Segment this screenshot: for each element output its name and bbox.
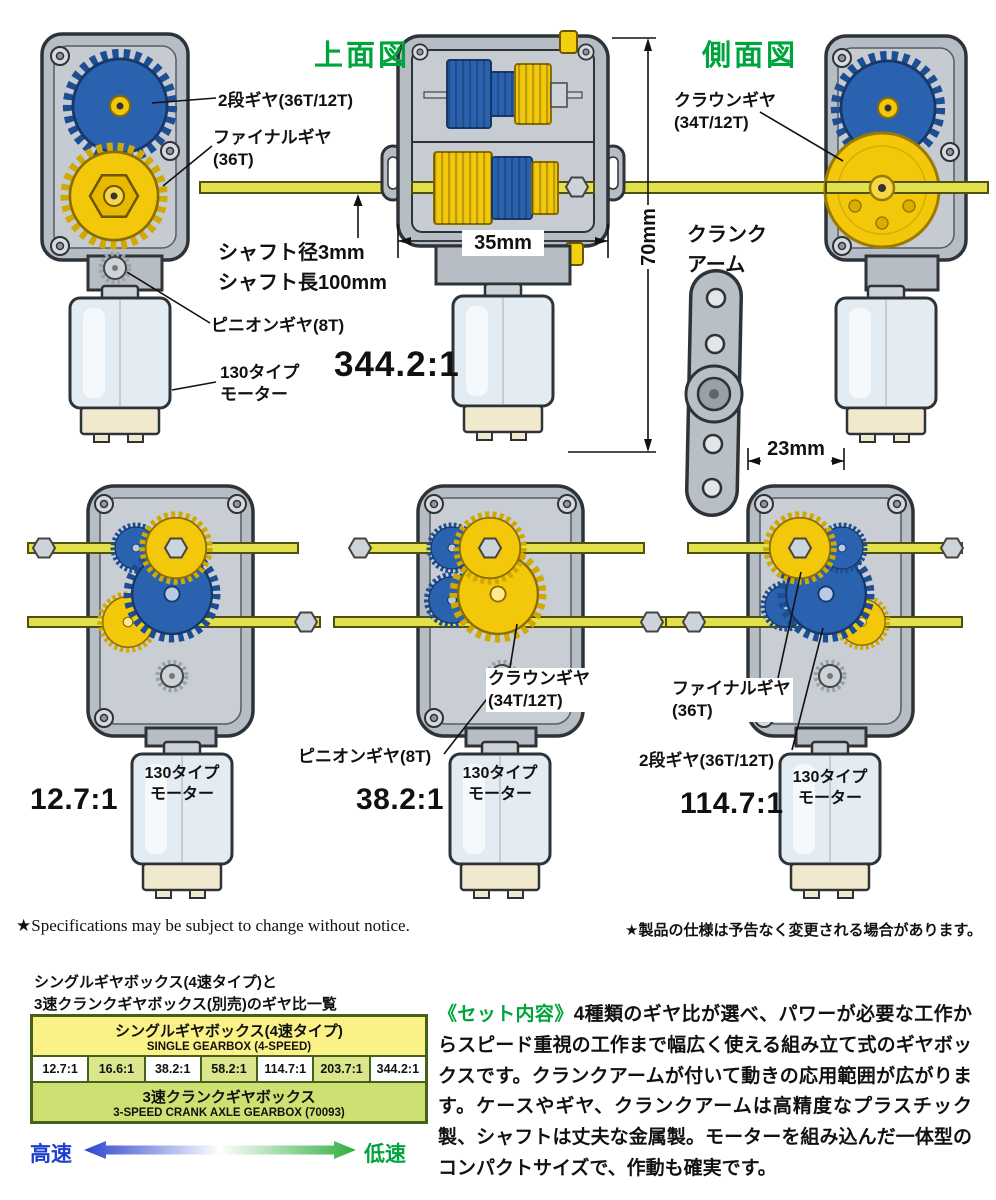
dimension-70mm: 70mm	[636, 205, 662, 269]
motor-label-3-line1: 130タイプ	[792, 769, 868, 786]
label-motor-type-line1: 130タイプ	[220, 363, 300, 382]
label-crank-arm-line1: クランク	[687, 224, 767, 246]
label-crown-gear-mid-line2: (34T/12T)	[488, 691, 563, 711]
gearbox-12-7-drawing	[27, 484, 321, 900]
label-shaft-length: シャフト長100mm	[218, 272, 387, 294]
crank-gearbox-title-en: 3-SPEED CRANK AXLE GEARBOX (70093)	[113, 1107, 345, 1119]
motor-label-2-line1: 130タイプ	[462, 765, 538, 782]
label-crown-gear-mid-line1: クラウンギヤ	[488, 669, 590, 688]
ratio-cell-6: 203.7:1	[312, 1057, 369, 1081]
label-final-gear-line2: (36T)	[213, 150, 254, 170]
ratio-cell-2: 16.6:1	[87, 1057, 144, 1081]
dimension-23mm: 23mm	[761, 436, 831, 462]
left-gearbox-drawing	[40, 32, 190, 444]
ratio-cell-5: 114.7:1	[256, 1057, 313, 1081]
label-crank-arm: クランク アーム	[687, 220, 767, 280]
label-shaft-specs: シャフト径3mm シャフト長100mm	[218, 238, 387, 298]
gearbox-114-7-drawing	[665, 484, 964, 900]
label-pinion-gear: ピニオンギヤ(8T)	[211, 316, 345, 335]
side-view-title: 側面図	[701, 40, 798, 72]
single-gearbox-band: シングルギヤボックス(4速タイプ) SINGLE GEARBOX (4-SPEE…	[33, 1017, 425, 1055]
motor-label-1-line2: モーター	[149, 785, 214, 803]
speed-gradient-arrow	[84, 1141, 356, 1159]
label-two-stage-gear: 2段ギヤ(36T/12T)	[218, 91, 354, 110]
top-view-title: 上面図	[313, 40, 410, 72]
gear-ratio-114-7: 114.7:1	[680, 787, 784, 820]
label-two-stage-gear-mid: 2段ギヤ(36T/12T)	[637, 750, 777, 773]
label-final-gear: ファイナルギヤ (36T)	[213, 127, 332, 171]
ratio-table-caption-line2: 3速クランクギヤボックス(別売)のギヤ比一覧	[34, 995, 337, 1013]
motor-label-1-line1: 130タイプ	[144, 765, 220, 782]
motor-label-3-line2: モーター	[797, 789, 862, 807]
label-shaft-diameter: シャフト径3mm	[218, 242, 365, 264]
gear-ratio-38-2: 38.2:1	[356, 783, 445, 816]
crank-gearbox-title-ja: 3速クランクギヤボックス	[142, 1089, 316, 1106]
label-final-gear-mid: ファイナルギヤ (36T)	[670, 678, 793, 723]
label-motor-type-line2: モーター	[220, 385, 288, 405]
single-gearbox-title-ja: シングルギヤボックス(4速タイプ)	[115, 1023, 343, 1040]
gear-ratio-table: シングルギヤボックス(4速タイプ) SINGLE GEARBOX (4-SPEE…	[30, 1014, 428, 1124]
high-speed-label: 高速	[30, 1143, 72, 1166]
crank-arm-drawing	[684, 269, 744, 517]
ratio-table-caption-line1: シングルギヤボックス(4速タイプ)と	[34, 974, 277, 991]
label-crown-gear-mid: クラウンギヤ (34T/12T)	[486, 668, 592, 713]
label-final-gear-mid-line2: (36T)	[672, 701, 713, 721]
gear-ratio-344: 344.2:1	[334, 345, 460, 384]
crank-gearbox-band: 3速クランクギヤボックス 3-SPEED CRANK AXLE GEARBOX …	[33, 1083, 425, 1121]
label-pinion-gear-mid: ピニオンギヤ(8T)	[296, 746, 434, 769]
dimension-35mm: 35mm	[462, 230, 544, 256]
label-crank-arm-line2: アーム	[687, 254, 746, 276]
notice-english: ★Specifications may be subject to change…	[16, 916, 410, 935]
gear-ratio-12-7: 12.7:1	[30, 783, 119, 816]
label-crown-gear-top-line2: (34T/12T)	[674, 113, 749, 133]
label-final-gear-line1: ファイナルギヤ	[213, 128, 332, 147]
label-motor-type: 130タイプ モーター	[220, 362, 299, 406]
set-contents-lead: 《セット内容》	[438, 1004, 574, 1025]
dimension-arrowheads	[353, 38, 844, 465]
ratio-row: 12.7:1 16.6:1 38.2:1 58.2:1 114.7:1 203.…	[33, 1055, 425, 1083]
set-contents-description: 《セット内容》4種類のギヤ比が選べ、パワーが必要な工作からスピード重視の工作まで…	[438, 1000, 972, 1185]
label-final-gear-mid-line1: ファイナルギヤ	[672, 679, 791, 698]
ratio-cell-4: 58.2:1	[199, 1057, 257, 1081]
ratio-cell-1: 12.7:1	[33, 1057, 88, 1081]
label-crown-gear-top: クラウンギヤ (34T/12T)	[674, 90, 776, 134]
ratio-cell-7: 344.2:1	[368, 1057, 425, 1081]
low-speed-label: 低速	[364, 1143, 406, 1166]
ratio-cell-3: 38.2:1	[143, 1057, 200, 1081]
label-crown-gear-top-line1: クラウンギヤ	[674, 91, 776, 110]
motor-label-1: 130タイプ モーター	[132, 764, 232, 806]
motor-label-3: 130タイプ モーター	[780, 768, 880, 810]
motor-label-2-line2: モーター	[467, 785, 532, 803]
gearbox-diagram-art	[27, 30, 989, 900]
set-contents-body: 4種類のギヤ比が選べ、パワーが必要な工作からスピード重視の工作まで幅広く使える組…	[438, 1004, 972, 1179]
ratio-table-caption: シングルギヤボックス(4速タイプ)と 3速クランクギヤボックス(別売)のギヤ比一…	[34, 972, 337, 1016]
notice-japanese: ★製品の仕様は予告なく変更される場合があります。	[625, 922, 982, 939]
single-gearbox-title-en: SINGLE GEARBOX (4-SPEED)	[146, 1041, 312, 1053]
right-gearbox-drawing	[823, 34, 989, 444]
motor-label-2: 130タイプ モーター	[450, 764, 550, 806]
